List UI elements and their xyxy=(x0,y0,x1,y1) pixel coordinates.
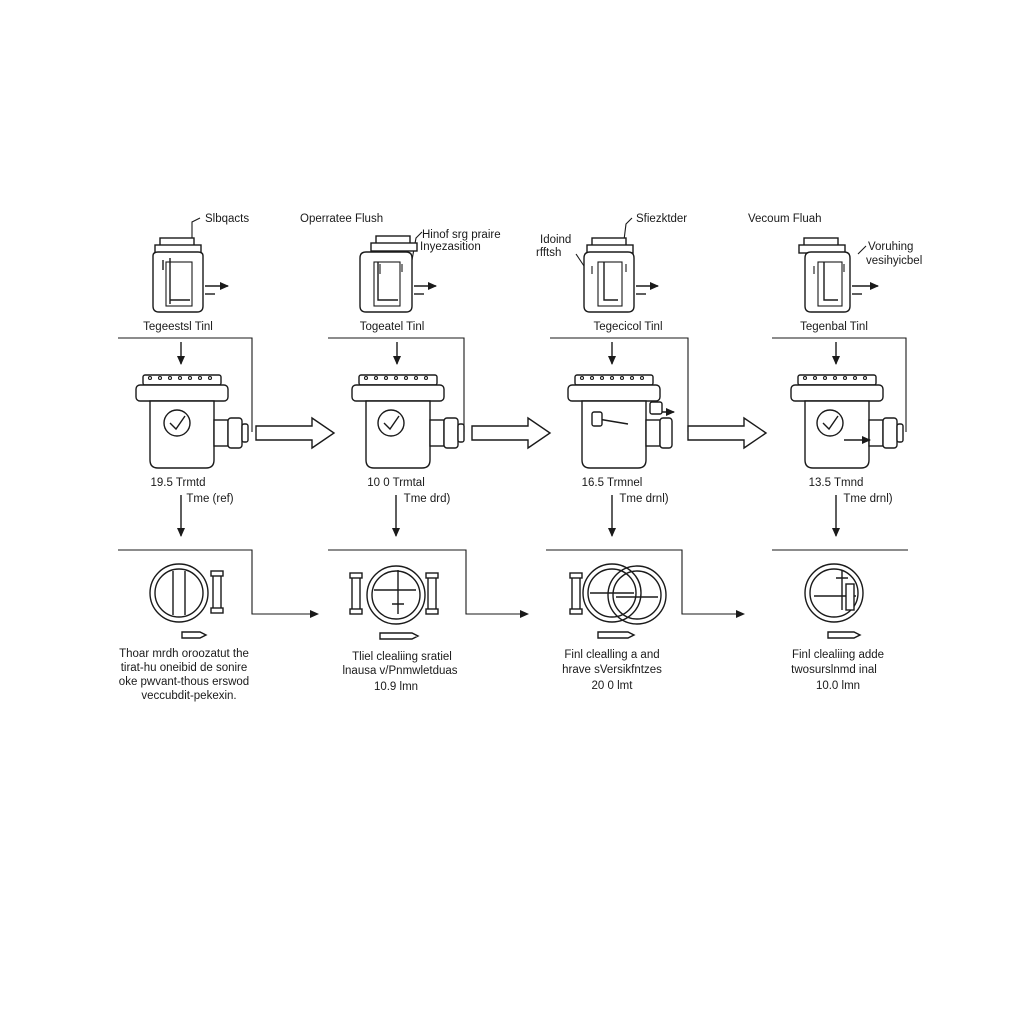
step-1-caption-line-1: Thoar mrdh oroozatut the xyxy=(119,648,249,660)
step-3-tank-label: Tegecicol Tinl xyxy=(593,321,662,333)
step-4-sub-label-a: Voruhing xyxy=(868,241,913,253)
gasket-ring-icon xyxy=(149,563,224,639)
filter-housing-icon xyxy=(567,374,675,469)
step-1-caption-line-2: tirat-hu oneibid de sonire xyxy=(121,662,248,674)
step-3-sub-label-b: rfftsh xyxy=(536,247,561,259)
step-1-top-label: Slbqacts xyxy=(205,213,249,225)
step-3-time-value: 16.5 Trmnel xyxy=(582,477,643,489)
step-1-time-unit: Tme (ref) xyxy=(186,493,233,505)
step-4-time-value: 13.5 Tmnd xyxy=(809,477,864,489)
step-column-3: Sfiezktder Idoind rfftsh Tegecicol Tinl xyxy=(536,213,745,692)
step-2-sub-label-b: Inyezasition xyxy=(420,241,481,253)
gasket-ring-icon xyxy=(804,563,864,639)
step-1-caption-line-3: oke pwvant-thous erswod xyxy=(119,676,249,688)
step-2-sub-label-a: Hinof srg praire xyxy=(422,229,501,241)
step-2-caption-line-1: Tliel clealiing sratiel xyxy=(352,651,452,663)
step-4-tank-label: Tegenbal Tinl xyxy=(800,321,868,333)
step-4-caption-line-1: Finl clealiing adde xyxy=(792,649,884,661)
check-icon xyxy=(163,409,191,437)
step-1-caption-line-4: veccubdit-pekexin. xyxy=(141,690,236,702)
step-3-top-label: Sfiezktder xyxy=(636,213,687,225)
tank-icon xyxy=(798,237,879,313)
step-column-4: Vecoum Fluah Voruhing vesihyicbel Tegenb… xyxy=(748,213,922,692)
step-3-caption-line-3: 20 0 lmt xyxy=(592,680,634,692)
step-3-time-unit: Tme drnl) xyxy=(619,493,668,505)
gasket-ring-icon xyxy=(349,565,439,640)
filter-housing-icon xyxy=(790,374,904,469)
step-2-caption-line-3: 10.9 lmn xyxy=(374,681,418,693)
step-2-caption-line-2: lnausa v/Pnmwletduas xyxy=(342,665,457,677)
tank-icon xyxy=(152,237,229,313)
tank-icon xyxy=(359,235,437,313)
step-4-top-label: Vecoum Fluah xyxy=(748,213,822,225)
step-4-caption-line-3: 10.0 lmn xyxy=(816,680,860,692)
filter-housing-icon xyxy=(351,374,465,469)
flow-arrow-icon xyxy=(471,416,552,450)
tank-icon xyxy=(583,237,659,313)
step-1-tank-label: Tegeestsl Tinl xyxy=(143,321,213,333)
check-icon xyxy=(816,409,844,437)
step-column-2: Operratee Flush Hinof srg praire Inyezas… xyxy=(300,213,529,693)
step-1-time-value: 19.5 Trmtd xyxy=(151,477,206,489)
step-3-sub-label-a: Idoind xyxy=(540,234,571,246)
step-4-caption-line-2: twosurslnmd inal xyxy=(791,664,877,676)
flow-arrow-icon xyxy=(687,416,768,450)
flow-arrow-icon xyxy=(255,416,336,450)
step-2-top-label: Operratee Flush xyxy=(300,213,383,225)
gasket-ring-icon xyxy=(569,563,667,639)
step-3-caption-line-2: hrave sVersikfntzes xyxy=(562,664,662,676)
step-2-time-value: 10 0 Trmtal xyxy=(367,477,425,489)
filter-housing-icon xyxy=(135,374,249,469)
step-2-time-unit: Tme drd) xyxy=(404,493,451,505)
check-icon xyxy=(377,409,405,437)
step-4-sub-label-b: vesihyicbel xyxy=(866,255,922,267)
step-column-1: Slbqacts Tegeestsl Tinl xyxy=(118,213,319,702)
step-2-tank-label: Togeatel Tinl xyxy=(360,321,425,333)
step-4-time-unit: Tme drnl) xyxy=(843,493,892,505)
step-3-caption-line-1: Finl clealling a and xyxy=(564,649,659,661)
